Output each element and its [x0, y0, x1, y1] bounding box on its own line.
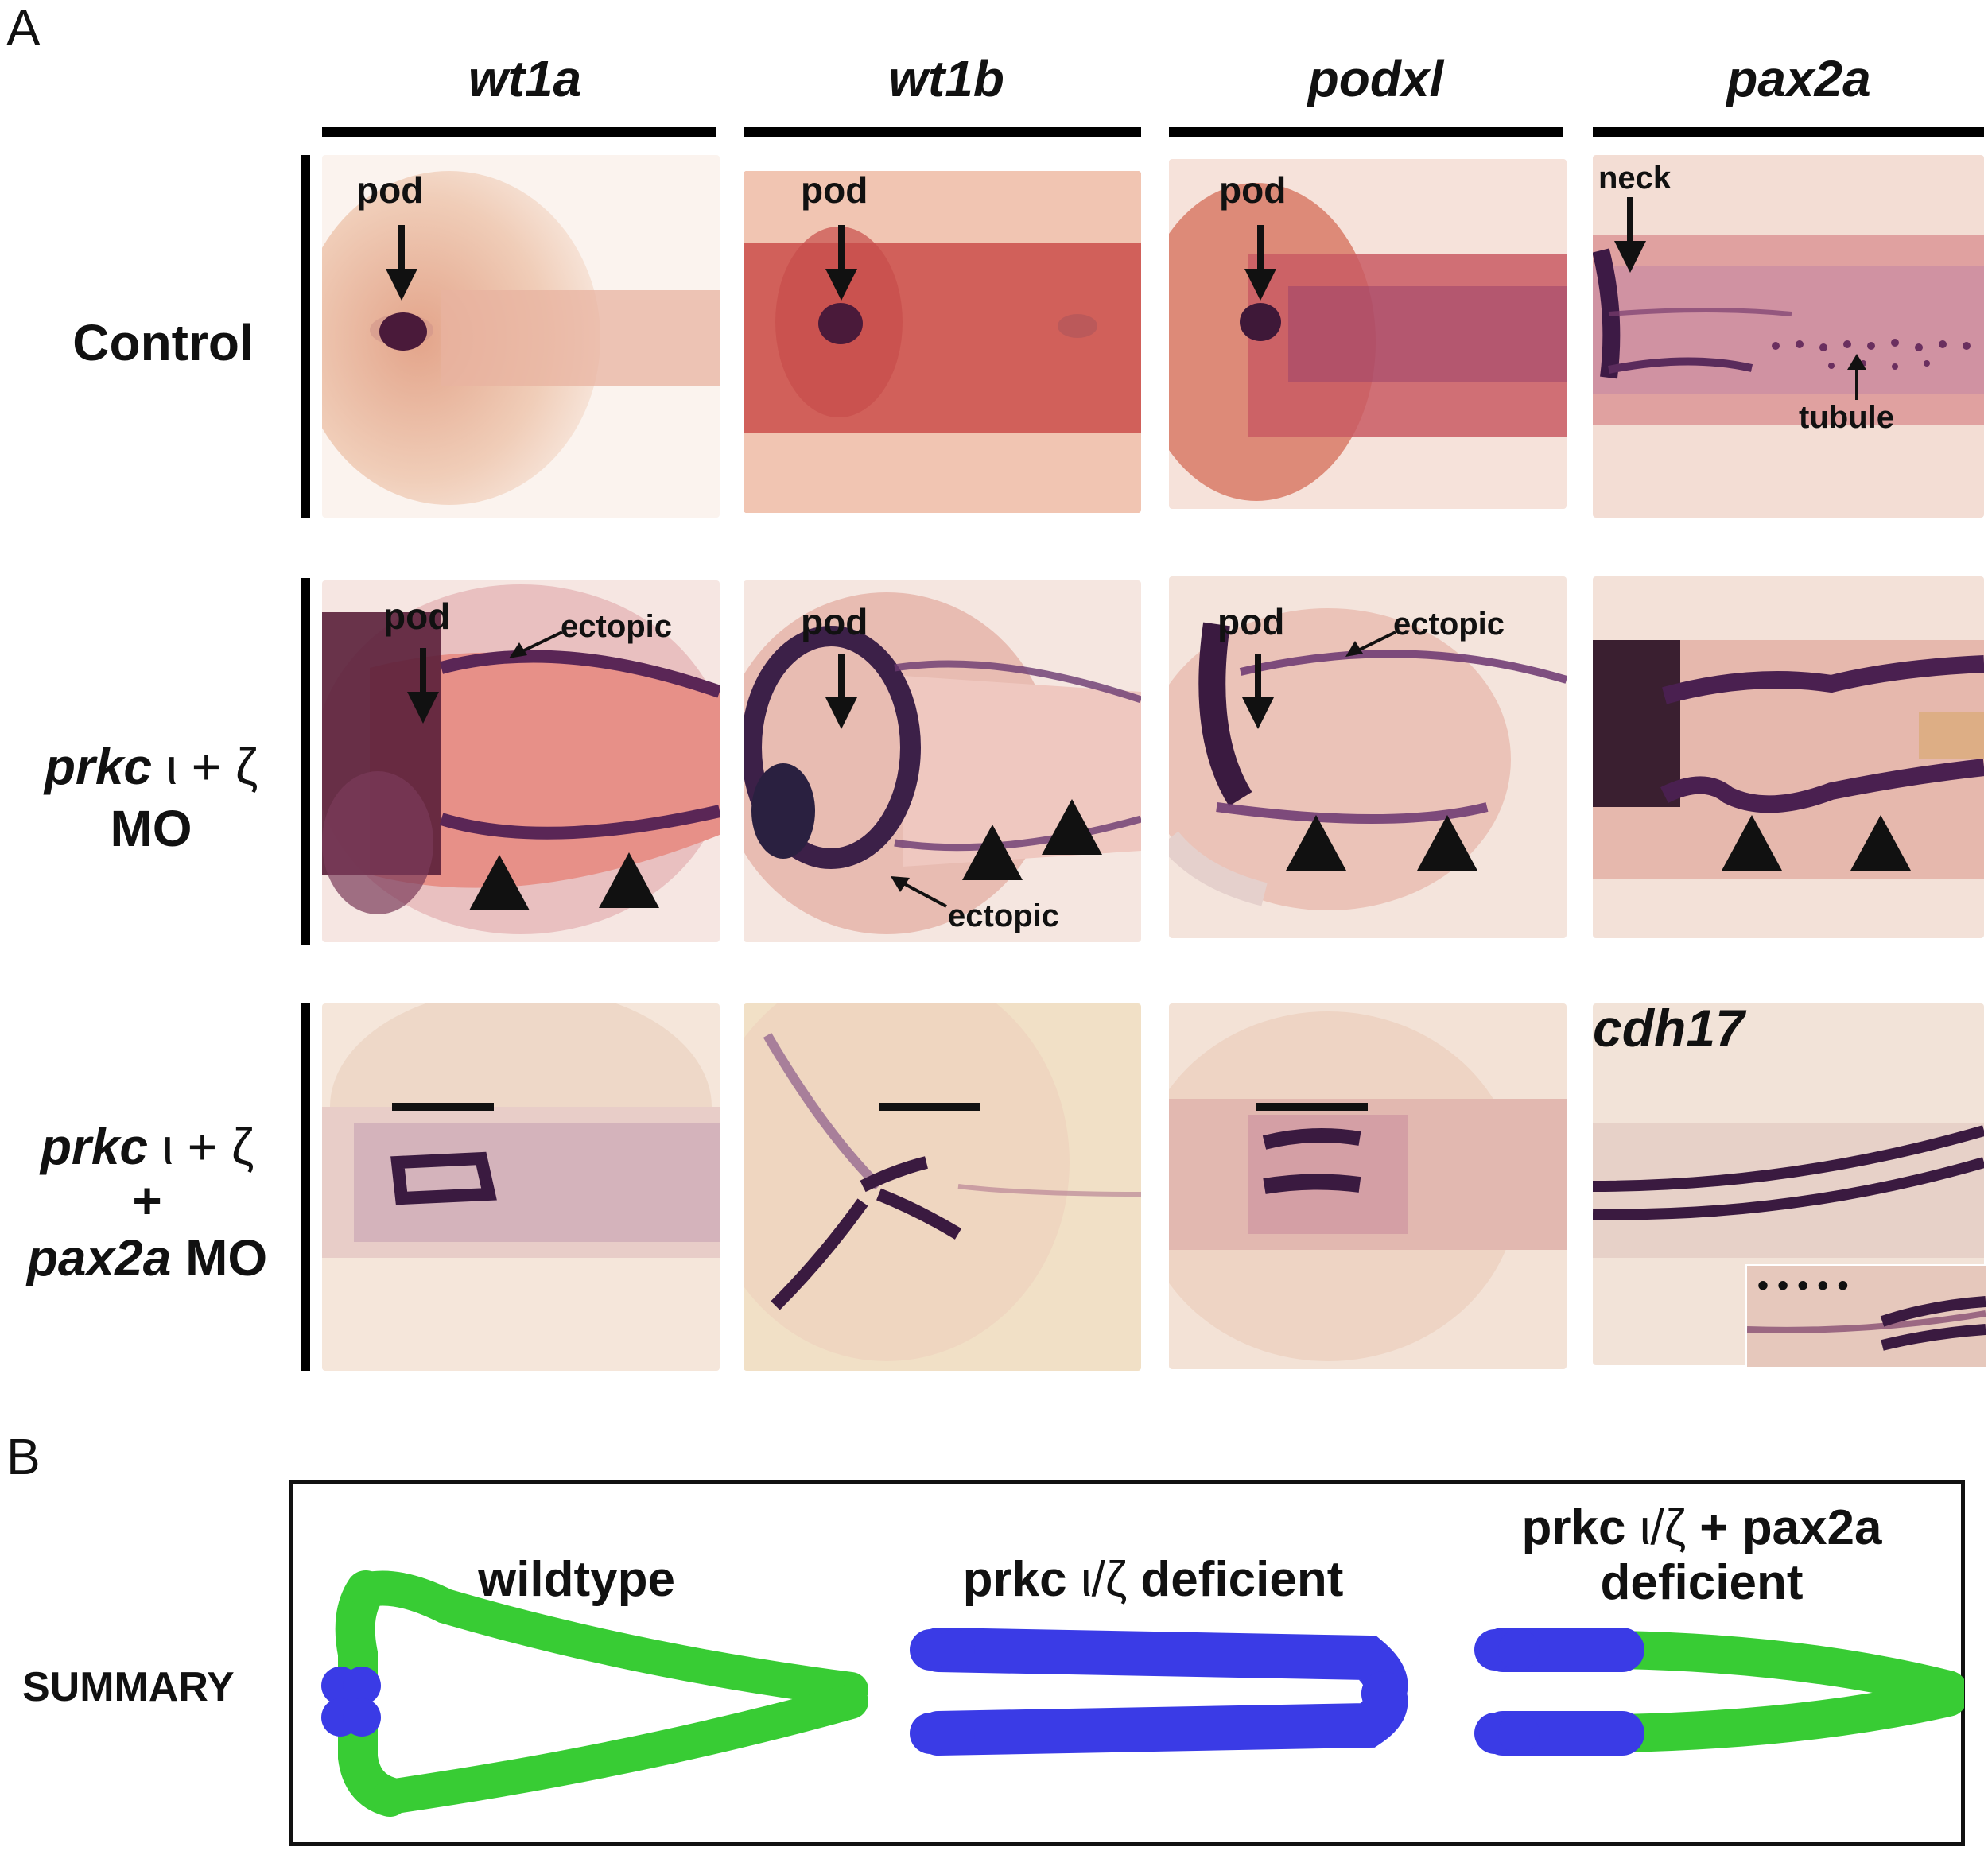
row-rule	[301, 155, 310, 518]
micrograph-prkc-pax2a-wt1a	[322, 1003, 720, 1371]
summary-title-combo: prkc ι/ζ + pax2a deficient	[1521, 1500, 1882, 1611]
arrowhead-icon	[1722, 815, 1782, 871]
label-cdh17: cdh17	[1593, 999, 1745, 1057]
arrow-down-icon	[386, 225, 417, 301]
label-pod: pod	[1219, 169, 1287, 211]
panel-letter-a: A	[6, 0, 41, 56]
arrowhead-icon	[1286, 815, 1346, 871]
diagram-wildtype	[321, 1570, 868, 1817]
panel-letter-b: B	[6, 1428, 41, 1485]
column-rule	[1593, 127, 1984, 137]
column-header-wt1b: wt1b	[888, 50, 1004, 107]
column-header-wt1a: wt1a	[468, 50, 582, 107]
row-label-prkc-pax2a-mo: prkc ι + ζ + pax2a MO	[26, 1118, 268, 1286]
column-header-pax2a: pax2a	[1726, 50, 1871, 107]
inset-dots: • • • • •	[1757, 1268, 1849, 1303]
label-ectopic: ectopic	[1393, 607, 1505, 642]
arrow-down-icon	[825, 654, 857, 729]
label-pod: pod	[1217, 601, 1285, 642]
micrograph-control-podxl	[1169, 159, 1567, 509]
diagram-prkc-deficient	[910, 1628, 1408, 1756]
row-rule	[301, 1003, 310, 1371]
arrowhead-icon	[1850, 815, 1911, 871]
label-ectopic: ectopic	[561, 609, 673, 644]
diagram-prkc-pax2a-deficient	[1474, 1628, 1964, 1756]
arrowhead-icon	[1417, 815, 1477, 871]
label-pod: pod	[356, 169, 424, 211]
scale-bar	[392, 1103, 494, 1111]
micrograph-control-wt1a	[322, 155, 720, 518]
summary-box	[289, 1480, 1965, 1846]
arrow-icon	[509, 631, 563, 658]
arrowhead-icon	[1042, 799, 1102, 855]
summary-title-wildtype: wildtype	[477, 1552, 676, 1607]
arrow-down-icon	[825, 225, 857, 301]
label-tubule: tubule	[1799, 400, 1894, 435]
arrow-down-icon	[1614, 197, 1646, 273]
arrowhead-icon	[469, 855, 530, 910]
micrograph-inset	[1745, 1264, 1987, 1368]
label-ectopic: ectopic	[948, 898, 1060, 933]
summary-title-prkc-deficient: prkc ι/ζ deficient	[962, 1552, 1344, 1607]
arrow-up-icon	[1847, 354, 1866, 400]
row-label-prkc-mo: prkc ι + ζ MO	[44, 738, 258, 858]
arrow-down-icon	[1242, 654, 1274, 729]
arrow-icon	[891, 876, 947, 908]
column-rule	[1169, 127, 1563, 137]
scale-bar	[1256, 1103, 1368, 1111]
scale-bar	[879, 1103, 980, 1111]
summary-label: SUMMARY	[22, 1664, 235, 1710]
micrograph-control-pax2a	[1593, 155, 1984, 518]
column-rule	[744, 127, 1141, 137]
arrowhead-icon	[962, 825, 1023, 880]
label-pod: pod	[801, 169, 868, 211]
label-neck: neck	[1598, 161, 1672, 196]
micrograph-prkc-podxl	[1169, 576, 1567, 938]
label-pod: pod	[383, 596, 451, 637]
label-pod: pod	[801, 601, 868, 642]
row-label-control: Control	[72, 314, 254, 371]
column-rule	[322, 127, 716, 137]
micrograph-control-wt1b	[744, 171, 1141, 513]
arrow-icon	[1345, 631, 1396, 657]
arrow-down-icon	[1244, 225, 1276, 301]
arrowhead-icon	[599, 852, 659, 908]
micrograph-prkc-pax2a-podxl	[1169, 1003, 1567, 1369]
column-header-podxl: podxl	[1307, 50, 1444, 107]
arrow-down-icon	[407, 648, 439, 724]
micrograph-prkc-pax2a	[1593, 576, 1984, 938]
micrograph-prkc-pax2a-wt1b	[744, 1003, 1141, 1371]
row-rule	[301, 578, 310, 945]
